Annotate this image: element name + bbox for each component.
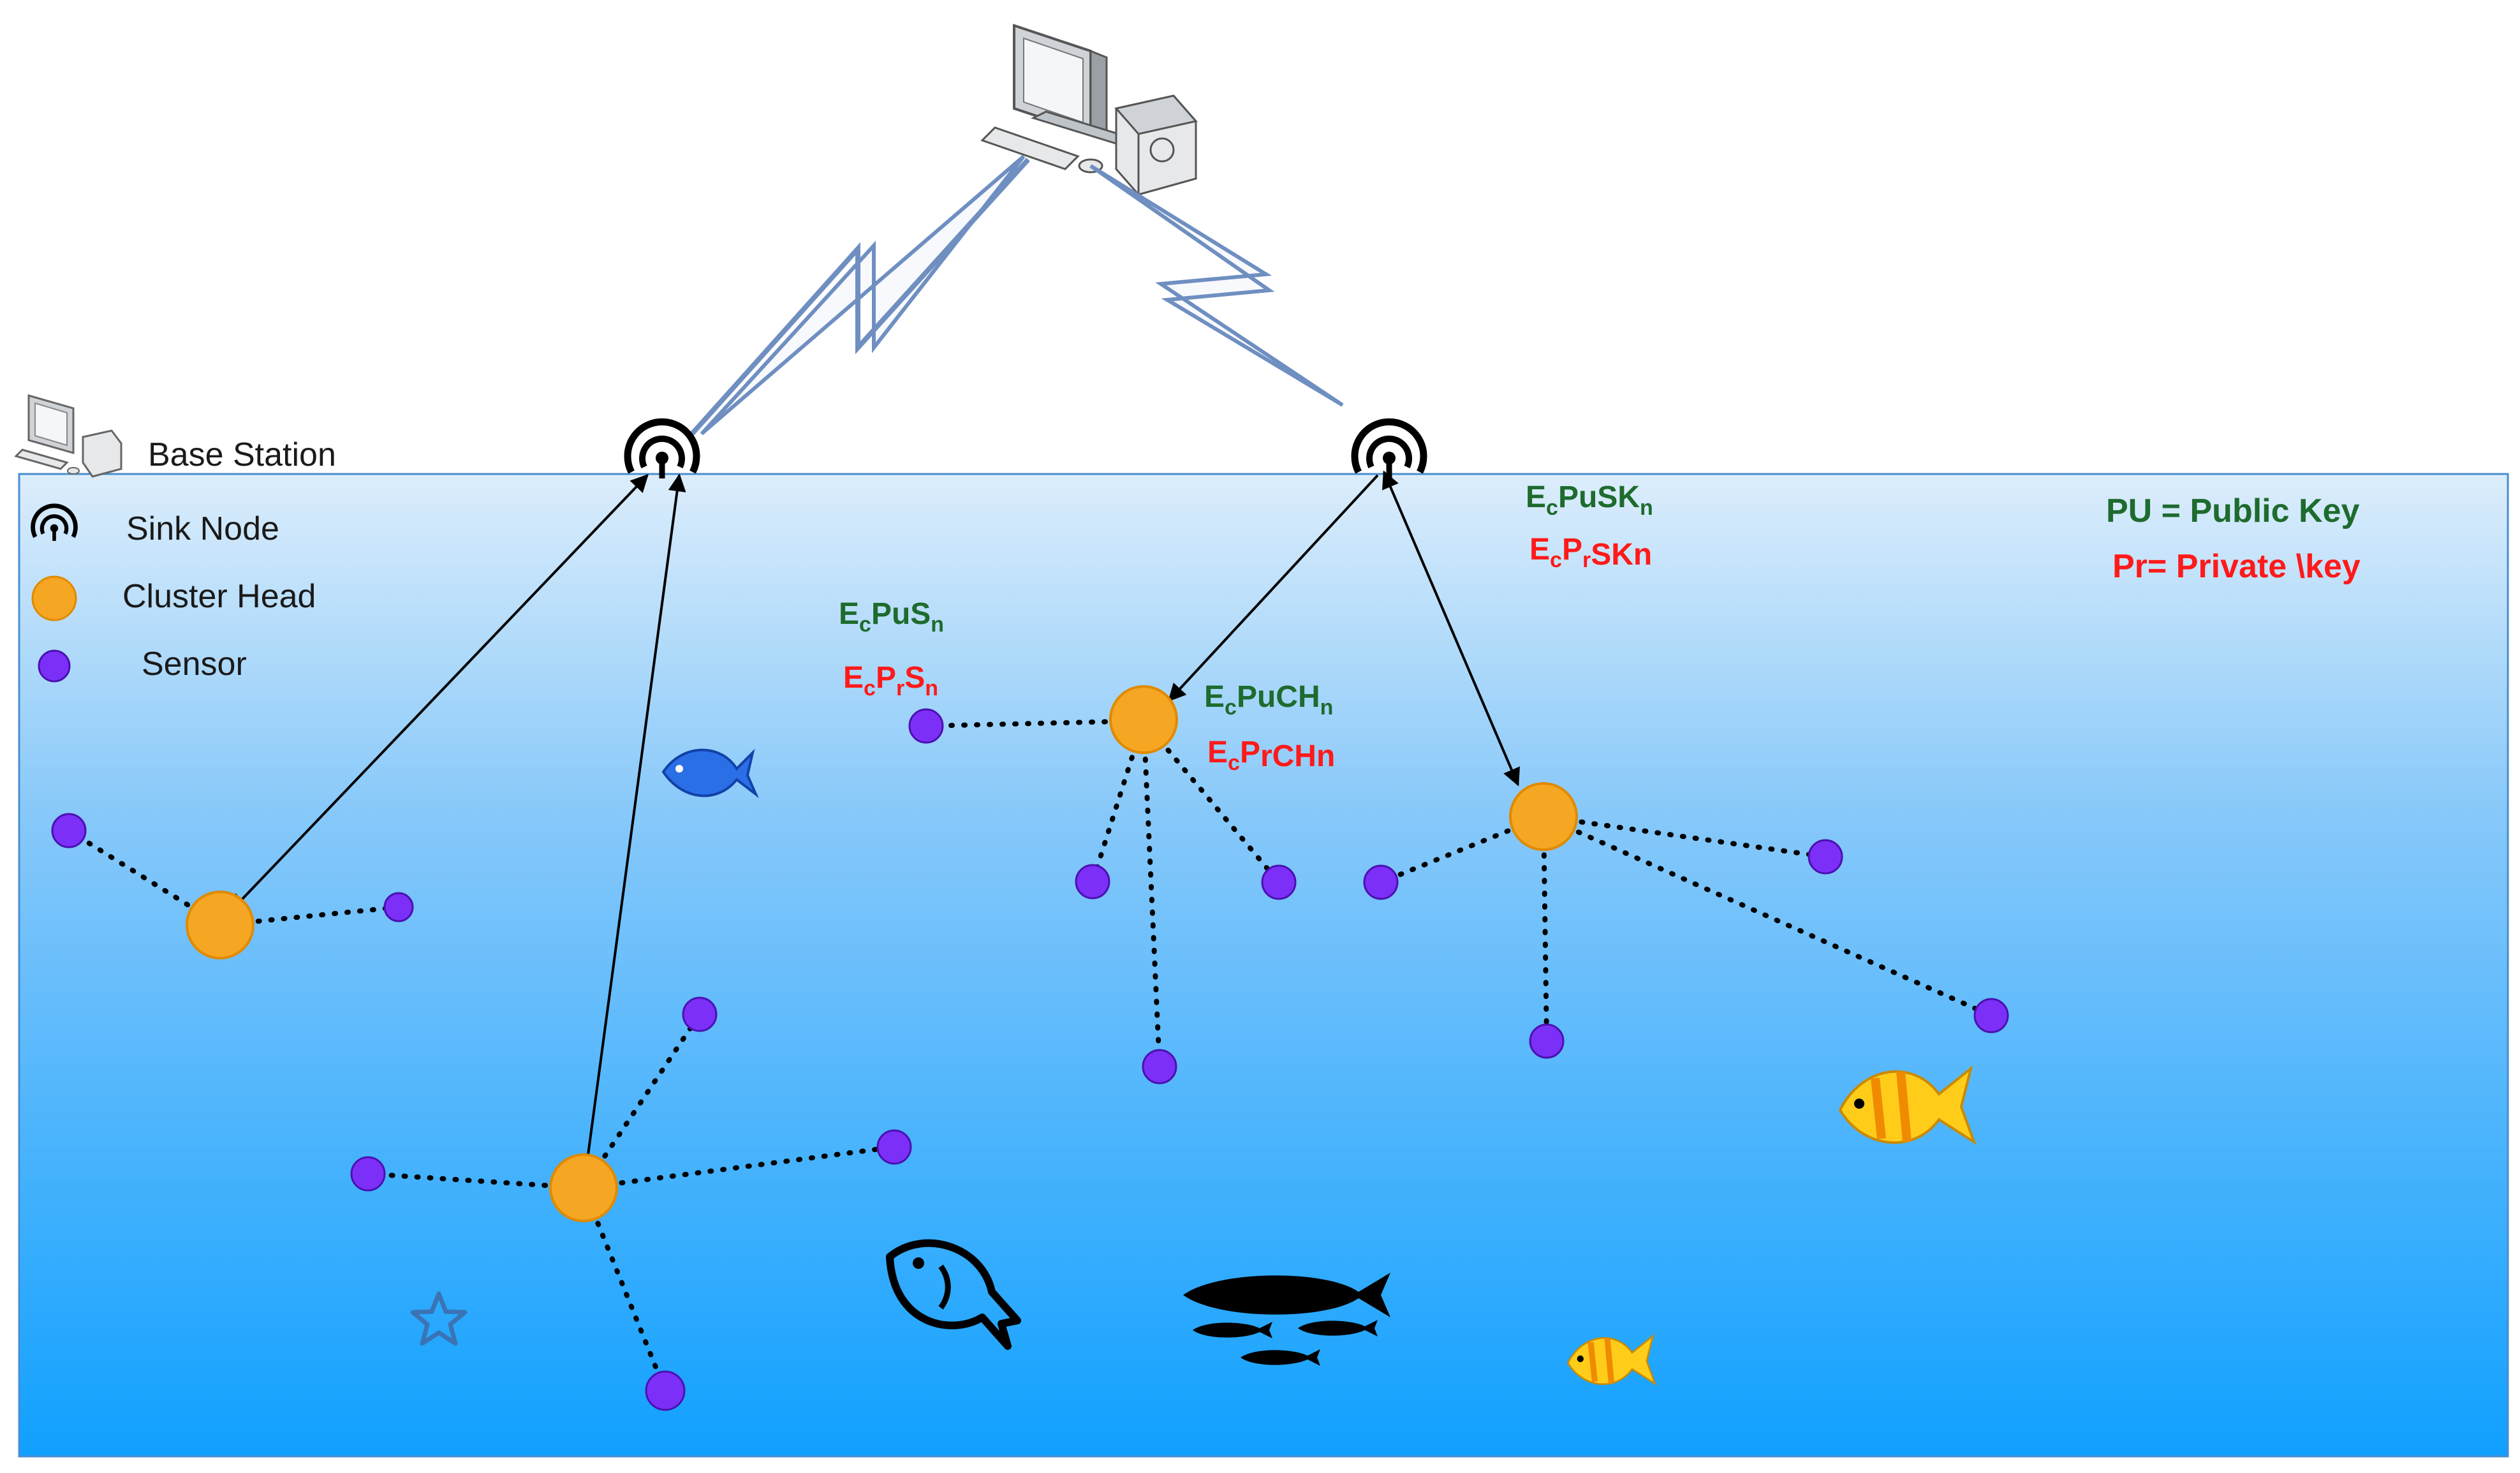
formula-sink-public: EcPuSKn [1526, 480, 1653, 520]
sensor-node [51, 813, 87, 848]
cluster-head [1509, 782, 1578, 851]
sensor-node [350, 1156, 386, 1192]
link-sink-right-to-ch3 [1168, 474, 1379, 702]
formula-sensor-public: EcPuSn [839, 597, 944, 637]
formula-sensor-private: EcPrSn [843, 661, 938, 700]
link-sink-left-to-ch1 [230, 473, 649, 913]
sensor-node [1973, 998, 2009, 1033]
fish-school-icon [1183, 1273, 1390, 1366]
lightning-link-left-stroke [690, 158, 1030, 436]
sensor-node [1529, 1023, 1565, 1059]
yellow-fish-icon [1838, 1065, 1977, 1145]
sensors [51, 708, 2009, 1411]
sensor-node [1075, 864, 1110, 899]
formula-sink-private: EcPrSKn [1529, 533, 1652, 572]
link-sink-left-to-ch2 [578, 473, 686, 1176]
base-station-icon [14, 394, 122, 478]
formula-ch-private: EcPrCHn [1207, 736, 1335, 775]
sensor-node [1363, 864, 1399, 900]
legend-sensor-label: Sensor [142, 646, 247, 683]
private-key-definition: Pr= Private \key [2112, 548, 2361, 585]
starfish-icon [410, 1291, 468, 1346]
sensor-node [1142, 1049, 1177, 1084]
sensor-node [908, 708, 944, 744]
computer-icon [980, 24, 1198, 196]
lightning-link-right [1089, 164, 1344, 407]
base-station-label: Base Station [148, 436, 336, 473]
legend-cluster-head-label: Cluster Head [122, 578, 316, 615]
legend-sink-icon [31, 503, 78, 541]
sink-node-left [624, 418, 700, 478]
cluster-head [186, 891, 254, 959]
sensor-node [1261, 864, 1297, 900]
sensor-node [383, 892, 414, 922]
fish-outline-icon [886, 1239, 1021, 1350]
cluster-head [549, 1153, 618, 1222]
public-key-definition: PU = Public Key [2106, 492, 2359, 529]
sensor-links [66, 718, 1994, 1393]
lightning-link-left [700, 154, 1026, 436]
cluster-heads [186, 685, 1578, 1222]
legend-sink-label: Sink Node [126, 510, 279, 547]
yellow-fish-icon [1566, 1333, 1657, 1386]
sensor-node [876, 1129, 912, 1165]
sensor-node [1808, 839, 1843, 875]
legend-cluster-head-dot [31, 575, 77, 621]
link-sink-right-to-ch4 [1382, 470, 1520, 787]
sink-node-right [1351, 418, 1427, 478]
legend-sensor-dot [38, 649, 71, 683]
formula-ch-public: EcPuCHn [1204, 680, 1333, 720]
cluster-head [1109, 685, 1178, 754]
sensor-node [645, 1370, 686, 1411]
blue-fish-icon [661, 748, 759, 799]
sensor-node [682, 996, 718, 1032]
